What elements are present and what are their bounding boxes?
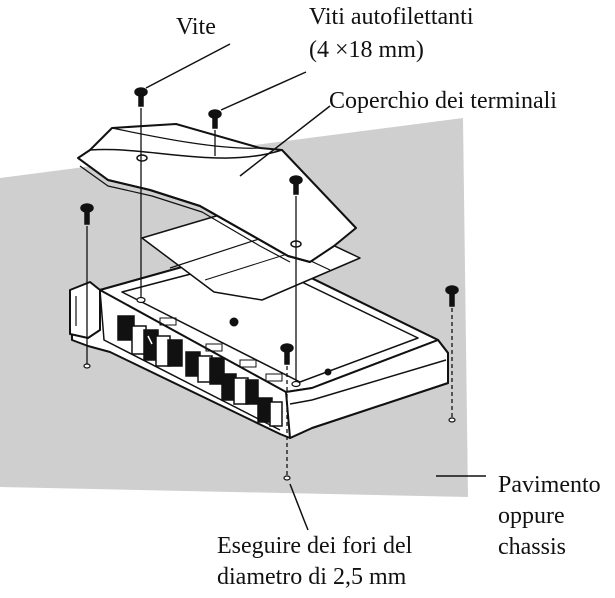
screw-icon xyxy=(80,203,94,225)
drill-hole-icon xyxy=(83,296,456,481)
self-tapping-screws-label: Viti autofilettanti xyxy=(309,4,474,30)
terminal-cover xyxy=(77,123,357,263)
alignment-lines xyxy=(86,108,453,476)
screw-label: Vite xyxy=(176,14,216,40)
screw-icon xyxy=(134,87,148,107)
callout-leaders xyxy=(145,43,486,531)
speaker-terminal-block-2 xyxy=(221,373,259,405)
floor-label-line3: chassis xyxy=(498,534,566,560)
drill-instruction-line2: diametro di 2,5 mm xyxy=(217,564,407,590)
speaker-terminal-block-1 xyxy=(185,351,225,385)
self-tapping-screws-size: (4 ×18 mm) xyxy=(309,37,424,63)
speaker-terminal-block-3 xyxy=(257,397,283,427)
floor-label-line2: oppure xyxy=(498,503,565,529)
terminal-cover-label: Coperchio dei terminali xyxy=(329,88,557,114)
drill-instruction-line1: Eseguire dei fori del xyxy=(217,533,413,559)
screw-icon xyxy=(289,175,303,195)
screw-icon xyxy=(280,343,294,365)
screw-icon xyxy=(208,109,222,129)
panel-markings xyxy=(159,317,332,382)
screw-icon xyxy=(445,285,459,307)
power-terminal-block xyxy=(117,315,183,367)
amplifier-unit xyxy=(69,205,449,439)
floor-label-line1: Pavimento xyxy=(498,472,601,498)
